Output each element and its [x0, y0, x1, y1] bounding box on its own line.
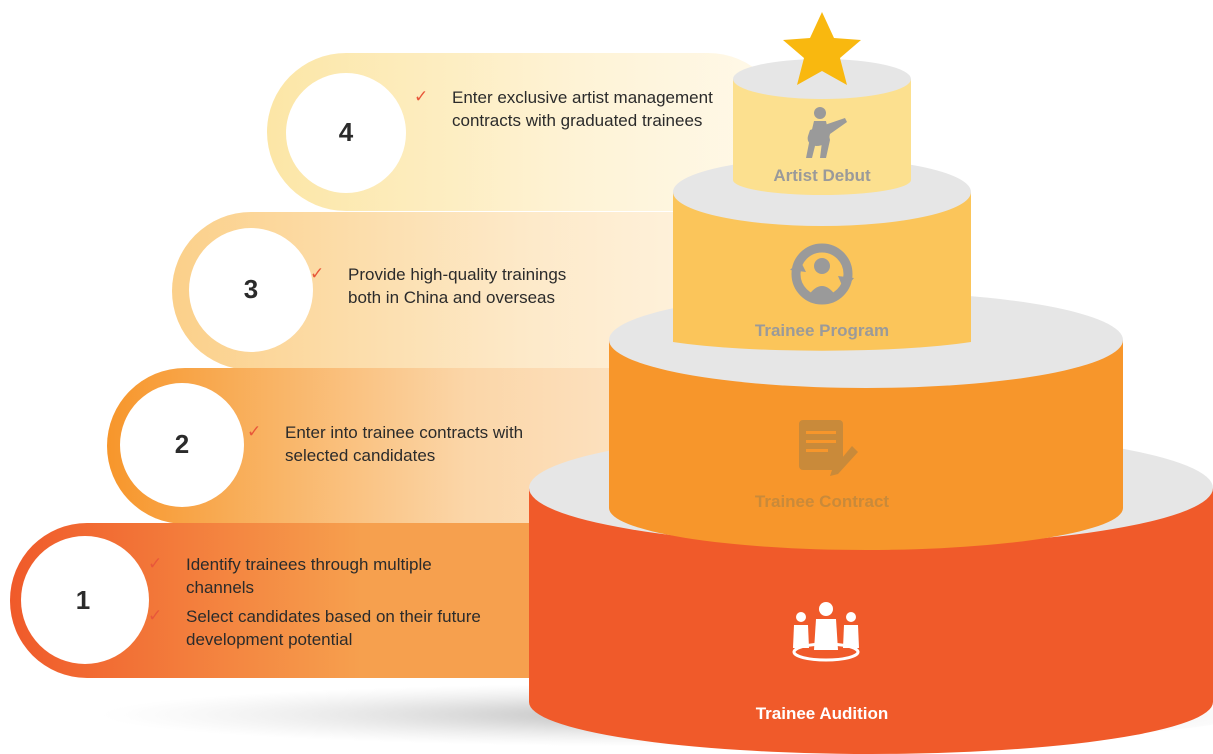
step-circle-4 — [286, 73, 406, 193]
step-1-bullet-2: ✓ Select candidates based on their futur… — [148, 606, 481, 649]
step-1-text: ✓ Identify trainees through multiple cha… — [148, 553, 488, 657]
contract-document-icon — [799, 420, 858, 476]
star-icon — [783, 12, 861, 85]
tier-label-trainee-audition: Trainee Audition — [755, 704, 889, 723]
step-circle-2 — [120, 383, 244, 507]
step-number-1: 1 — [75, 585, 91, 615]
cycle-person-icon — [790, 243, 854, 305]
step-4-bullet: ✓ Enter exclusive artist management cont… — [414, 87, 713, 130]
tier-label-artist-debut: Artist Debut — [773, 166, 871, 185]
check-icon: ✓ — [247, 422, 262, 442]
step-number-2: 2 — [174, 429, 190, 459]
guitarist-icon — [806, 107, 847, 158]
step-3-text: ✓ Provide high-quality trainings both in… — [310, 263, 580, 315]
check-icon: ✓ — [148, 606, 163, 626]
check-icon: ✓ — [310, 264, 325, 284]
step-3-bullet: ✓ Provide high-quality trainings both in… — [310, 264, 567, 307]
step-4-text: ✓ Enter exclusive artist management cont… — [414, 86, 734, 138]
check-icon: ✓ — [414, 87, 429, 107]
step-2-bullet: ✓ Enter into trainee contracts with sele… — [247, 422, 524, 465]
step-1-bullet-1: ✓ Identify trainees through multiple cha… — [148, 554, 432, 597]
tier-label-trainee-program: Trainee Program — [754, 321, 890, 340]
step-number-4: 4 — [338, 117, 354, 147]
step-number-3: 3 — [243, 274, 259, 304]
step-band-1 — [10, 523, 650, 678]
check-icon: ✓ — [148, 554, 163, 574]
step-circle-3 — [189, 228, 313, 352]
step-2-text: ✓ Enter into trainee contracts with sele… — [247, 421, 547, 473]
people-group-icon — [792, 602, 860, 662]
tier-label-trainee-contract: Trainee Contract — [754, 492, 890, 511]
step-circle-1 — [21, 536, 149, 664]
step-band-3 — [172, 212, 752, 370]
step-band-4 — [267, 53, 787, 211]
